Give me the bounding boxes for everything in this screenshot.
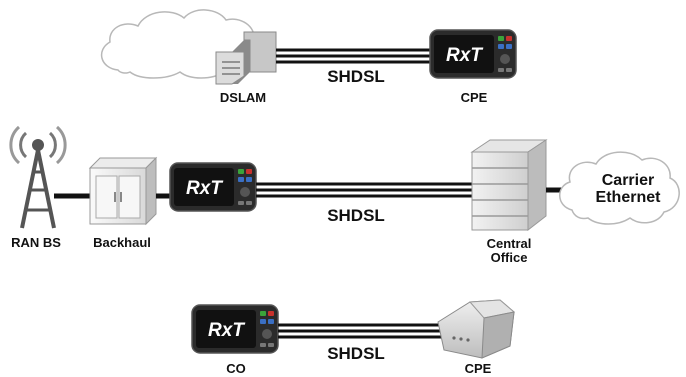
cpe-label-row1: CPE — [460, 90, 488, 105]
backhaul-cabinet-icon — [88, 156, 158, 226]
carrier-ethernet-cloud — [559, 151, 680, 225]
svg-text:RxT: RxT — [446, 45, 483, 66]
shdsl-label-row3: SHDSL — [327, 344, 385, 363]
rxt-tester-icon-row1: RxT — [429, 29, 517, 79]
central-office-label-line1: Central — [486, 236, 532, 251]
svg-text:RxT: RxT — [208, 320, 245, 341]
dslam-label: DSLAM — [219, 90, 267, 105]
central-office-label: Central Office — [476, 237, 542, 264]
shdsl-label-row2: SHDSL — [327, 206, 385, 225]
rxt-tester-icon-row2: RxT — [169, 162, 257, 212]
central-office-label-line2: Office — [490, 249, 528, 265]
cpe-label-row3: CPE — [464, 361, 492, 376]
shdsl-link-row1 — [276, 48, 430, 64]
ran-antenna-icon — [9, 125, 67, 229]
carrier-ethernet-label-line2: Ethernet — [595, 188, 661, 206]
backhaul-label: Backhaul — [93, 235, 151, 250]
carrier-ethernet-label: Carrier Ethernet — [580, 172, 676, 207]
ran-bs-label: RAN BS — [11, 235, 61, 250]
dslam-icon — [215, 31, 277, 85]
shdsl-label-row1: SHDSL — [327, 67, 385, 86]
central-office-server-icon — [470, 139, 548, 232]
cpe-modem-icon — [437, 299, 516, 359]
svg-text:RxT: RxT — [186, 178, 223, 199]
carrier-ethernet-label-line1: Carrier — [601, 172, 655, 189]
co-label: CO — [226, 361, 246, 376]
shdsl-link-row3 — [278, 323, 448, 339]
shdsl-link-row2 — [256, 182, 472, 198]
rxt-tester-icon-row3: RxT — [191, 304, 279, 354]
